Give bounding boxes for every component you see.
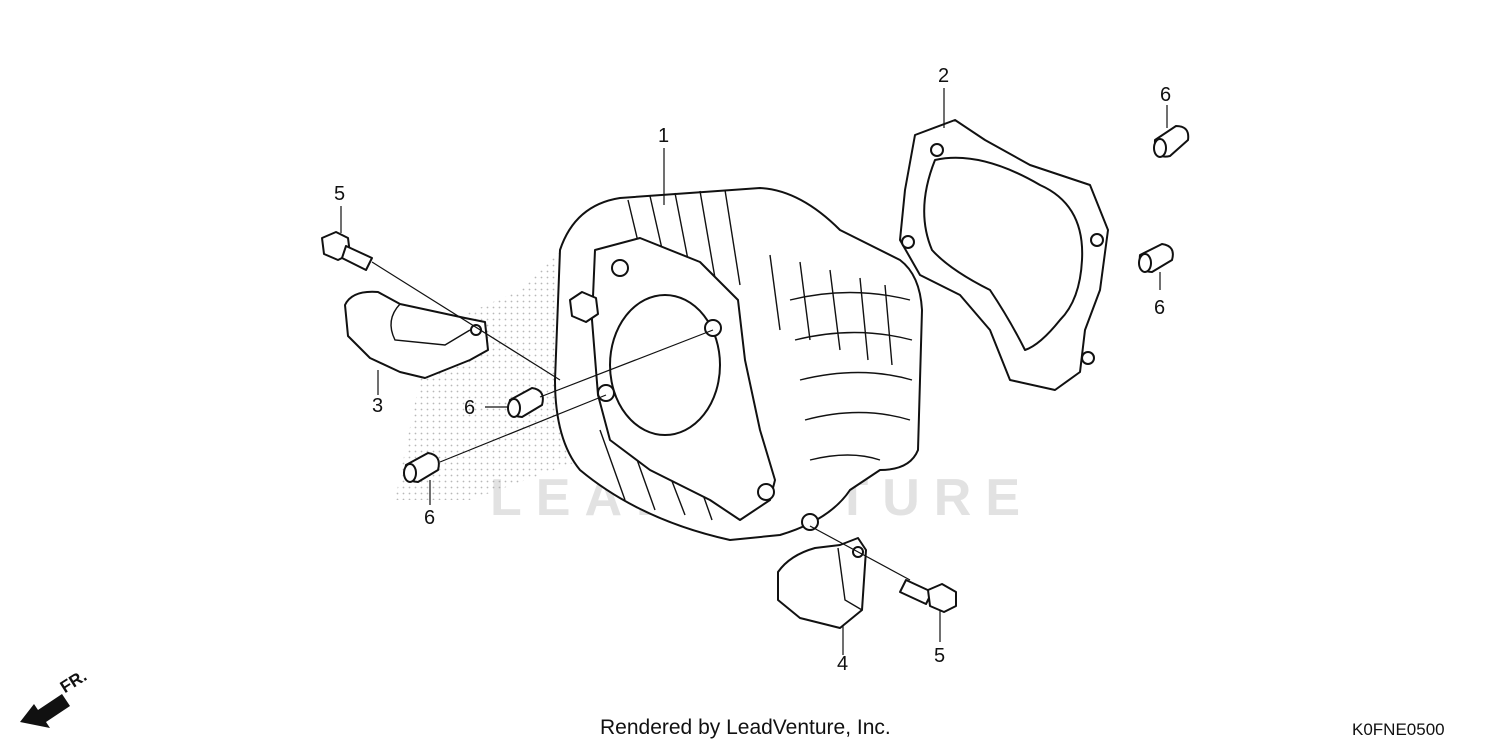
diagram-code: K0FNE0500	[1352, 720, 1445, 739]
callout-6-low: 6	[424, 507, 435, 529]
callout-3: 3	[372, 395, 383, 417]
dowel-top-b[interactable]	[1138, 243, 1174, 273]
guide-right[interactable]	[777, 537, 867, 629]
callout-5-left: 5	[334, 183, 345, 205]
footer-credit: Rendered by LeadVenture, Inc.	[600, 716, 891, 739]
callout-6-top-a: 6	[1160, 84, 1171, 106]
dowel-mid[interactable]	[507, 387, 544, 418]
guide-left[interactable]	[344, 290, 489, 379]
callout-6-mid: 6	[464, 397, 475, 419]
gasket[interactable]	[899, 119, 1109, 391]
callout-5-right: 5	[934, 645, 945, 667]
bolt-right[interactable]	[899, 579, 957, 613]
front-arrow-icon	[20, 694, 70, 728]
leader-lines	[340, 88, 1168, 655]
bolt-left[interactable]	[321, 231, 373, 271]
callout-6-top-b: 6	[1154, 297, 1165, 319]
callout-1: 1	[658, 125, 669, 147]
cylinder[interactable]	[554, 187, 923, 541]
callout-2: 2	[938, 65, 949, 87]
dowel-top-a[interactable]	[1153, 125, 1190, 158]
callout-4: 4	[837, 653, 848, 675]
dowel-low[interactable]	[403, 452, 440, 483]
